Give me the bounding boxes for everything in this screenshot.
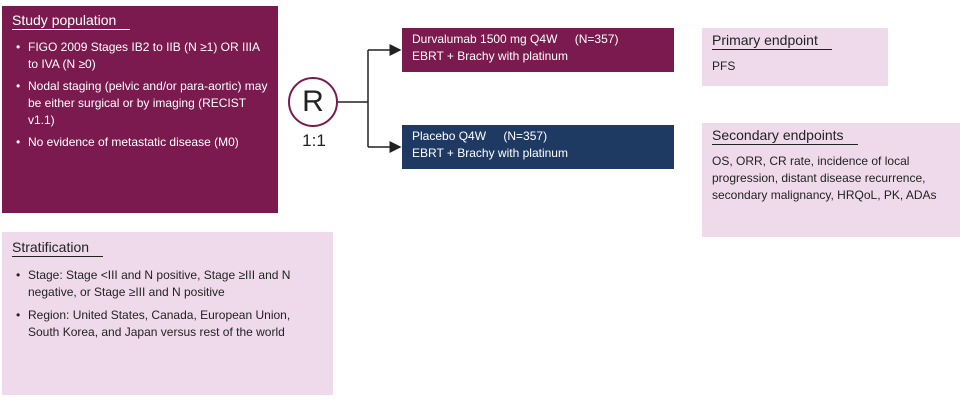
stratification-header: Stratification bbox=[12, 239, 104, 257]
study-population-box: Study population FIGO 2009 Stages IB2 to… bbox=[2, 6, 278, 213]
list-item: FIGO 2009 Stages IB2 to IIB (N ≥1) OR II… bbox=[16, 39, 268, 73]
primary-endpoint-box: Primary endpoint PFS bbox=[702, 28, 888, 86]
randomization-symbol: R bbox=[302, 85, 324, 118]
study-population-header: Study population bbox=[12, 12, 131, 30]
arm-label: Placebo Q4W bbox=[412, 129, 487, 143]
primary-endpoint-header: Primary endpoint bbox=[712, 32, 832, 50]
list-item: Nodal staging (pelvic and/or para-aortic… bbox=[16, 78, 268, 129]
randomization-circle: R bbox=[288, 77, 338, 127]
arm-treatment: EBRT + Brachy with platinum bbox=[412, 146, 568, 160]
list-item: Stage: Stage <III and N positive, Stage … bbox=[16, 267, 323, 301]
stratification-box: Stratification Stage: Stage <III and N p… bbox=[2, 232, 333, 395]
arm-durvalumab-box: Durvalumab 1500 mg Q4W (N=357) EBRT + Br… bbox=[402, 28, 674, 72]
list-item: Region: United States, Canada, European … bbox=[16, 307, 323, 341]
secondary-endpoints-box: Secondary endpoints OS, ORR, CR rate, in… bbox=[702, 123, 960, 237]
randomization-ratio: 1:1 bbox=[302, 131, 326, 150]
arm-treatment: EBRT + Brachy with platinum bbox=[412, 49, 568, 63]
secondary-endpoints-text: OS, ORR, CR rate, incidence of local pro… bbox=[712, 154, 937, 202]
study-population-list: FIGO 2009 Stages IB2 to IIB (N ≥1) OR II… bbox=[12, 39, 268, 151]
arm-placebo-box: Placebo Q4W (N=357) EBRT + Brachy with p… bbox=[402, 125, 674, 169]
arm-label: Durvalumab 1500 mg Q4W bbox=[412, 32, 558, 46]
arm-n: (N=357) bbox=[574, 32, 619, 46]
primary-endpoint-text: PFS bbox=[712, 59, 736, 73]
arm-n: (N=357) bbox=[503, 129, 548, 143]
stratification-list: Stage: Stage <III and N positive, Stage … bbox=[12, 267, 323, 341]
list-item: No evidence of metastatic disease (M0) bbox=[16, 134, 268, 151]
secondary-endpoints-header: Secondary endpoints bbox=[712, 127, 858, 145]
